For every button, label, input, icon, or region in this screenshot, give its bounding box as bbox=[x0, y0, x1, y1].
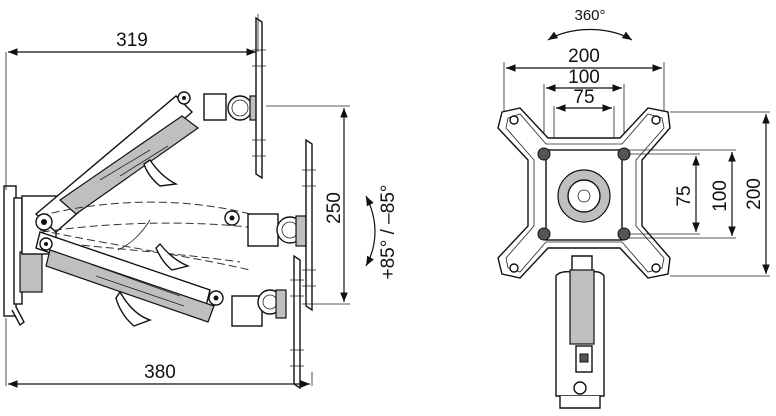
vesa-75-v-label: 75 bbox=[674, 185, 695, 206]
arm-bottom-position bbox=[35, 231, 304, 390]
dim-319-label: 319 bbox=[116, 30, 148, 51]
vesa-horizontal-dims: 200 100 75 bbox=[503, 46, 665, 150]
side-view: 319 380 250 +85° / –85° bbox=[3, 14, 399, 390]
vesa-100-v-label: 100 bbox=[710, 180, 731, 212]
rotation-indicator: 360° bbox=[547, 7, 633, 41]
vesa-plate bbox=[497, 107, 671, 279]
dimension-reach-bottom: 380 bbox=[5, 318, 313, 388]
arm-top-position bbox=[34, 16, 266, 233]
dimension-height-travel: 250 bbox=[266, 105, 350, 305]
vesa-200-v-label: 200 bbox=[744, 178, 765, 210]
dimension-reach-top: 319 bbox=[5, 14, 259, 190]
dim-250-label: 250 bbox=[324, 192, 345, 224]
vesa-75-h-label: 75 bbox=[573, 87, 594, 108]
tilt-indicator: +85° / –85° bbox=[365, 185, 399, 280]
front-arm bbox=[555, 255, 605, 409]
vesa-200-h-label: 200 bbox=[568, 46, 600, 67]
arm-middle-position bbox=[39, 138, 316, 312]
dim-380-label: 380 bbox=[144, 362, 176, 383]
rotation-label: 360° bbox=[574, 7, 605, 24]
vesa-vertical-dims: 75 100 200 bbox=[628, 111, 770, 277]
shoulder-pivots bbox=[35, 213, 53, 251]
front-view: 360° 200 100 75 bbox=[497, 7, 770, 409]
tilt-range-label: +85° / –85° bbox=[378, 185, 399, 280]
vesa-100-h-label: 100 bbox=[568, 67, 600, 88]
